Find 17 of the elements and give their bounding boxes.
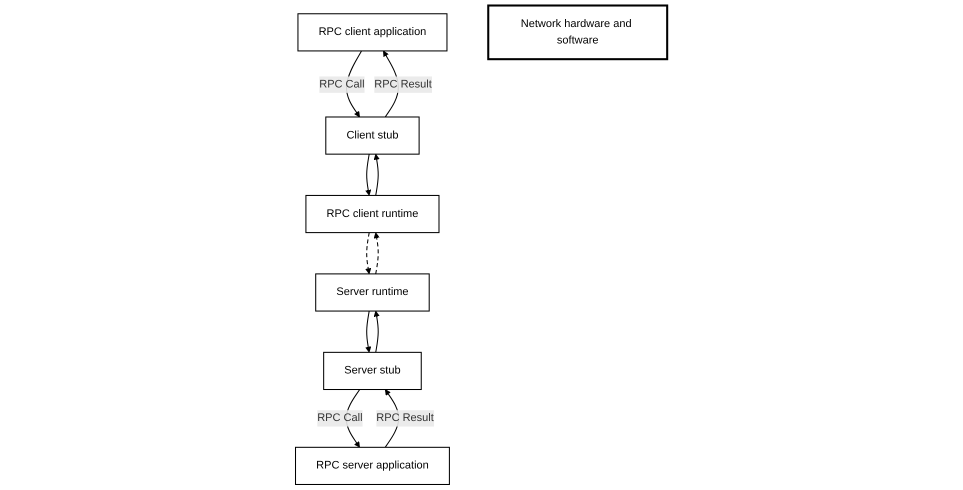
node-box: Network hardware and software: [487, 4, 668, 60]
arrow: [365, 310, 372, 353]
arrow: [374, 310, 380, 352]
arrow: [365, 232, 372, 274]
node-box: Server runtime: [315, 273, 430, 312]
arrow: [374, 232, 380, 274]
node-box: RPC client runtime: [306, 194, 440, 234]
edge-label: RPC Call: [319, 78, 365, 90]
edge-label: RPC Result: [376, 412, 434, 424]
node-box: Client stub: [325, 116, 420, 155]
node-box: Server stub: [323, 352, 422, 390]
arrow: [365, 154, 372, 196]
edge-label: RPC Call: [317, 412, 363, 424]
edge-label: RPC Result: [374, 78, 432, 90]
node-box: RPC server application: [295, 446, 450, 485]
arrow: [374, 154, 380, 196]
node-box: RPC client application: [298, 13, 448, 52]
